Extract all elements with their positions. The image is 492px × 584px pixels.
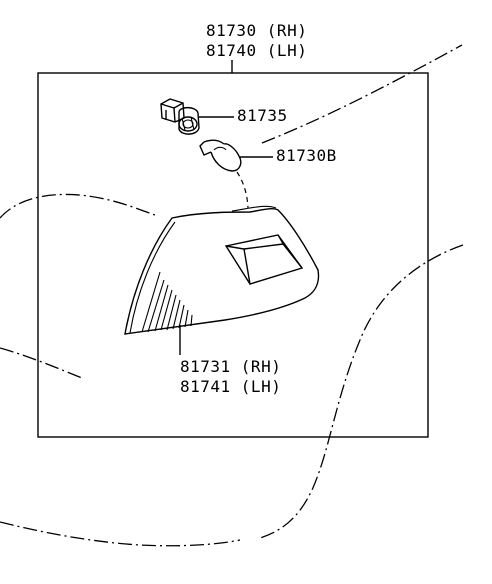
bulb-drawing bbox=[199, 139, 273, 172]
assembly-frame bbox=[37, 72, 429, 438]
lens-part-lh: 81741 (LH) bbox=[180, 377, 281, 396]
bulb-part-label: 81730B bbox=[276, 146, 337, 165]
phantom-line-left-lower bbox=[0, 347, 83, 379]
assembly-part-rh: 81730 (RH) bbox=[206, 21, 307, 40]
phantom-line-left-fender bbox=[0, 193, 156, 219]
socket-part-label: 81735 bbox=[237, 106, 288, 125]
assembly-part-lh: 81740 (LH) bbox=[206, 41, 307, 60]
phantom-line-bottom bbox=[0, 521, 241, 547]
lens-part-rh: 81731 (RH) bbox=[180, 357, 281, 376]
phantom-line-right-body bbox=[259, 244, 464, 539]
installation-dashed-line bbox=[236, 171, 249, 209]
socket-drawing bbox=[160, 98, 234, 135]
lens-drawing bbox=[124, 205, 320, 355]
phantom-line-upper-right bbox=[261, 44, 463, 144]
vehicle-phantom-lines bbox=[0, 44, 464, 547]
